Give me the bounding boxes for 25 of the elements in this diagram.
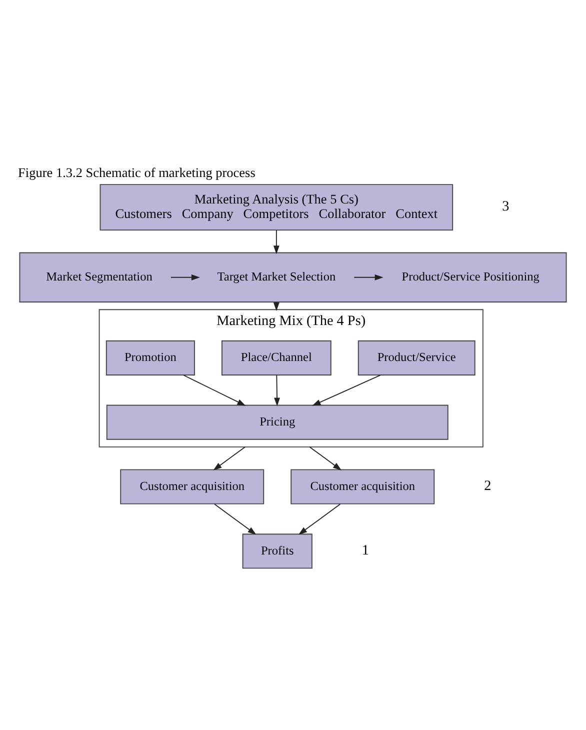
label: 1: [362, 542, 370, 558]
arrow: [312, 374, 381, 406]
arrow: [214, 503, 256, 534]
node-text: Target Market Selection: [217, 269, 336, 284]
diagram-title: Figure 1.3.2 Schematic of marketing process: [18, 164, 256, 180]
arrow: [309, 446, 342, 470]
arrow: [170, 274, 200, 280]
node-box: Customer acquisition: [120, 468, 264, 504]
node-text: Product/Service Positioning: [402, 269, 540, 284]
node-box: Product/Service: [358, 340, 476, 375]
node-box: Promotion: [106, 340, 195, 375]
node-text: Market Segmentation: [46, 269, 152, 284]
arrow: [182, 374, 246, 406]
label: 3: [502, 198, 510, 214]
arrow: [273, 229, 280, 254]
arrow: [354, 274, 384, 280]
node-box: Pricing: [106, 404, 448, 440]
arrow: [213, 446, 246, 470]
arrow: [274, 374, 280, 406]
node-box: Customer acquisition: [290, 468, 435, 504]
arrow: [298, 503, 341, 534]
label: 2: [484, 478, 492, 494]
node-box: Place/Channel: [221, 340, 332, 375]
node-box: Profits: [242, 533, 312, 568]
node-box: Marketing Analysis (The 5 Cs) Customers Company Competitors Collaborator Context: [100, 184, 454, 230]
